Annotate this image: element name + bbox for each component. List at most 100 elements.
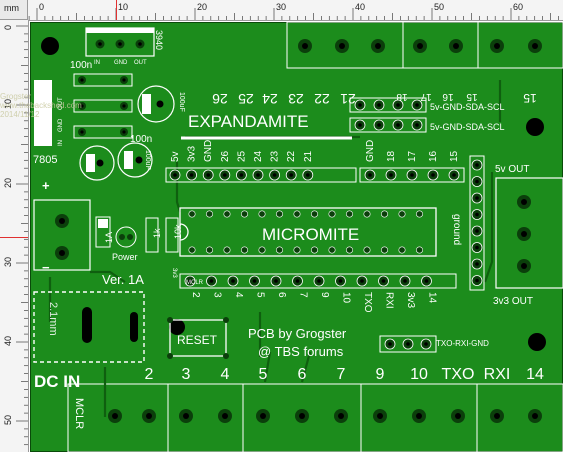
header-bottom-label: 4 [233, 292, 244, 298]
out-3v3-label: 3v3 OUT [493, 296, 533, 307]
header-top-left-label: GND [203, 140, 214, 162]
bottom-big-label: RXI [484, 366, 511, 383]
dc-jack-size-text: 2.1mm [47, 302, 59, 336]
header-bottom-label: 14 [427, 292, 438, 304]
mounting-holes [41, 37, 546, 351]
header-bottom-label: 3 [212, 292, 223, 298]
terminal-pads-top [298, 39, 542, 53]
header-top-right-label: 17 [407, 150, 418, 162]
mounting-hole-top-right [526, 118, 544, 136]
uart-label: TXO-RXI-GND [436, 339, 489, 348]
reg-pin-out: OUT [134, 60, 147, 66]
power-led-label: Power [112, 252, 138, 262]
version-label: Ver. 1A [102, 272, 144, 287]
reg7805-pin-in: IN [58, 140, 64, 146]
dc-jack: 2.1mm DC IN MCLR [33, 291, 145, 429]
guide-line-left [0, 237, 28, 238]
chip-mclr-small: MCLR [186, 280, 204, 286]
header-top-right-label: GND [365, 140, 376, 162]
regulator-7805-tab [34, 80, 52, 146]
top-upside-label: 22 [314, 91, 330, 107]
reg7805-pin-out: OUT [58, 97, 64, 110]
watermark: Grogster www.thebackshed.com 2014/11/12 [0, 92, 110, 119]
reg7805-pin-gnd: GND [58, 118, 64, 132]
top-upside-label: 16 [442, 91, 454, 102]
out-5v-label: 5v OUT [495, 164, 529, 175]
ground-header [469, 155, 485, 291]
ruler-left-label: 20 [3, 178, 13, 188]
ruler-left-label: 40 [3, 336, 13, 346]
header-bottom-label: 3v3 [405, 292, 416, 309]
top-upside-label-15: 15 [523, 91, 537, 105]
resistor-1k-label: 1k [152, 228, 162, 238]
regulator-7805-label: 7805 [33, 154, 57, 166]
reset-button: RESET [167, 317, 229, 359]
resistor-10k-label: 10k [173, 224, 183, 239]
reg7805-side-in: IN [57, 112, 64, 118]
header-top-right-label: 18 [386, 150, 397, 162]
header-top-left-label: 22 [286, 150, 297, 162]
terminal-block-bottom-4 [476, 383, 563, 452]
header-bottom-label: 10 [341, 292, 352, 304]
regulator-3940-tab [86, 28, 154, 33]
header-top-right: GND 18 17 16 15 [359, 140, 465, 183]
cap-100n-mid-label: 100n [130, 134, 152, 145]
ruler-left-label: 30 [3, 257, 13, 267]
bottom-big-label: 9 [376, 366, 385, 383]
reg-pin-in: IN [94, 60, 100, 66]
pcb-board: 3940 IN GND OUT 100n 100n IN OUT GND IN … [30, 22, 563, 452]
mounting-hole-bottom-right [528, 333, 546, 351]
bottom-big-label: 10 [410, 366, 428, 383]
top-upside-label: 15 [466, 91, 478, 102]
ruler-left-scale: 0 10 20 30 40 50 [3, 25, 28, 446]
fuse-label: 1A [104, 232, 114, 243]
header-top-right-label: 15 [449, 150, 460, 162]
header-bottom-label: TXO [362, 292, 373, 313]
dc-jack-pin-center [82, 307, 92, 343]
i2c-label-2: 5v-GND-SDA-SCL [430, 122, 505, 132]
ruler-top-label: 10 [118, 2, 128, 12]
power-components: 1A Power 1k 10k Ver. 1A [95, 216, 183, 287]
header-top-right-label: 16 [428, 150, 439, 162]
cap-100uf-right [137, 85, 175, 123]
bottom-big-label: TXO [442, 366, 475, 383]
header-top-left-label: 25 [236, 150, 247, 162]
credit-line-1: PCB by Grogster [248, 326, 347, 341]
ruler-left-label: 10 [3, 99, 13, 109]
watermark-line-3: 2014/11/12 [0, 110, 40, 119]
cap-100uf-bottom-left [79, 145, 115, 181]
board-title: EXPANDAMITE [188, 112, 309, 131]
top-upside-label: 21 [340, 91, 356, 107]
minus-sign: − [42, 260, 50, 275]
ruler-left-label: 0 [3, 25, 13, 30]
ruler-unit: mm [0, 0, 28, 20]
micromite-label: MICROMITE [262, 225, 359, 244]
top-upside-label: 17 [420, 91, 432, 102]
watermark-line-2: www.thebackshed.com [0, 101, 82, 110]
ground-label: ground [451, 214, 462, 245]
ruler-left-label: 50 [3, 415, 13, 425]
header-bottom-label: 2 [190, 292, 201, 298]
ruler-top-label: 60 [513, 2, 523, 12]
mclr-terminal-label: MCLR [73, 398, 85, 429]
terminal-block-top [286, 22, 563, 69]
ruler-top-label: 20 [197, 2, 207, 12]
cap-100uf-right-label: 100uF [178, 92, 185, 112]
dc-in-label: DC IN [34, 372, 80, 391]
header-bottom-label: RXI [384, 292, 395, 309]
reset-label: RESET [177, 333, 218, 347]
output-terminal: 5v OUT 3v3 OUT [493, 164, 563, 307]
header-bottom-label: 5 [255, 292, 266, 298]
ruler-left: 0 10 20 30 40 50 [0, 20, 29, 452]
top-upside-label: 18 [396, 91, 408, 102]
cap-100uf-left [117, 142, 153, 178]
cap-100uf-left-label: 100uF [144, 150, 151, 170]
power-terminal: − [33, 199, 91, 275]
header-top-left-label: 24 [253, 150, 264, 162]
